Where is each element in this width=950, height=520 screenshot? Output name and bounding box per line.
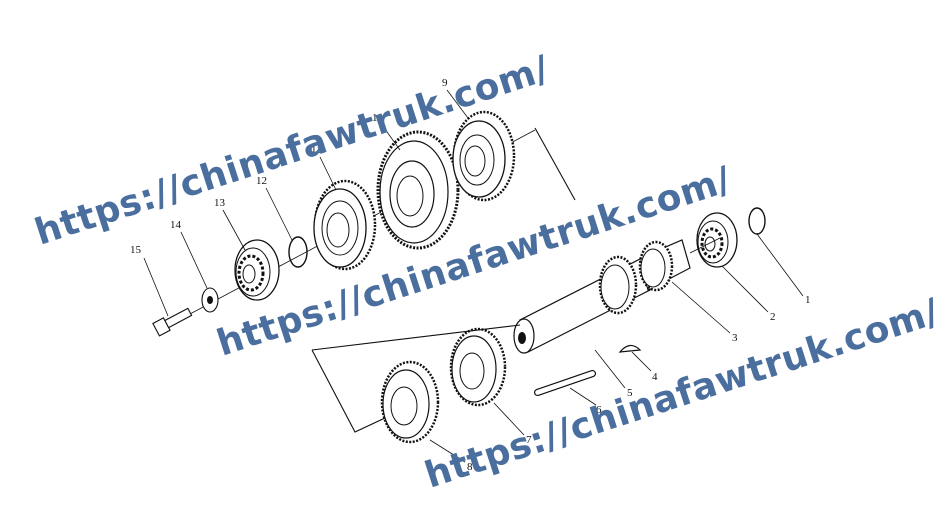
part-number-labels: 1 2 3 4 5 6 7 8 9 10 11 12 13 14 15 (130, 77, 811, 473)
part-label-15: 15 (130, 244, 142, 256)
part-label-6: 6 (596, 404, 602, 416)
upper-shaft-assembly (152, 110, 576, 337)
washer-part-14 (201, 287, 219, 313)
gear-part-11 (313, 179, 377, 271)
bearing-part-13 (234, 239, 280, 301)
part-label-7: 7 (526, 434, 532, 446)
part-label-3: 3 (732, 332, 738, 344)
bearing-part-2 (696, 212, 738, 268)
part-label-8: 8 (467, 461, 473, 473)
part-label-14: 14 (170, 219, 182, 231)
shaft-part-3 (513, 237, 721, 354)
gear-part-7 (449, 327, 507, 407)
part-label-11: 11 (311, 144, 322, 156)
key-part-6 (533, 369, 597, 397)
gear-part-8 (380, 360, 440, 444)
woodruff-key-part-4 (618, 344, 642, 353)
bolt-part-15 (152, 307, 193, 337)
leader-lines (143, 89, 804, 463)
part-label-10: 10 (372, 112, 384, 124)
part-label-1: 1 (805, 294, 811, 306)
snap-ring-part-12 (288, 236, 308, 268)
part-label-4: 4 (652, 371, 658, 383)
part-label-12: 12 (256, 175, 267, 187)
part-label-5: 5 (627, 387, 633, 399)
watermark-3: https://chinafawtruk.com/ (420, 291, 945, 496)
part-label-9: 9 (442, 77, 448, 89)
snap-ring-part-1 (748, 207, 766, 235)
part-label-13: 13 (214, 197, 226, 209)
part-label-2: 2 (770, 311, 776, 323)
lower-shaft-assembly (311, 207, 766, 444)
gear-part-9 (452, 110, 516, 202)
gear-part-10 (376, 130, 460, 250)
